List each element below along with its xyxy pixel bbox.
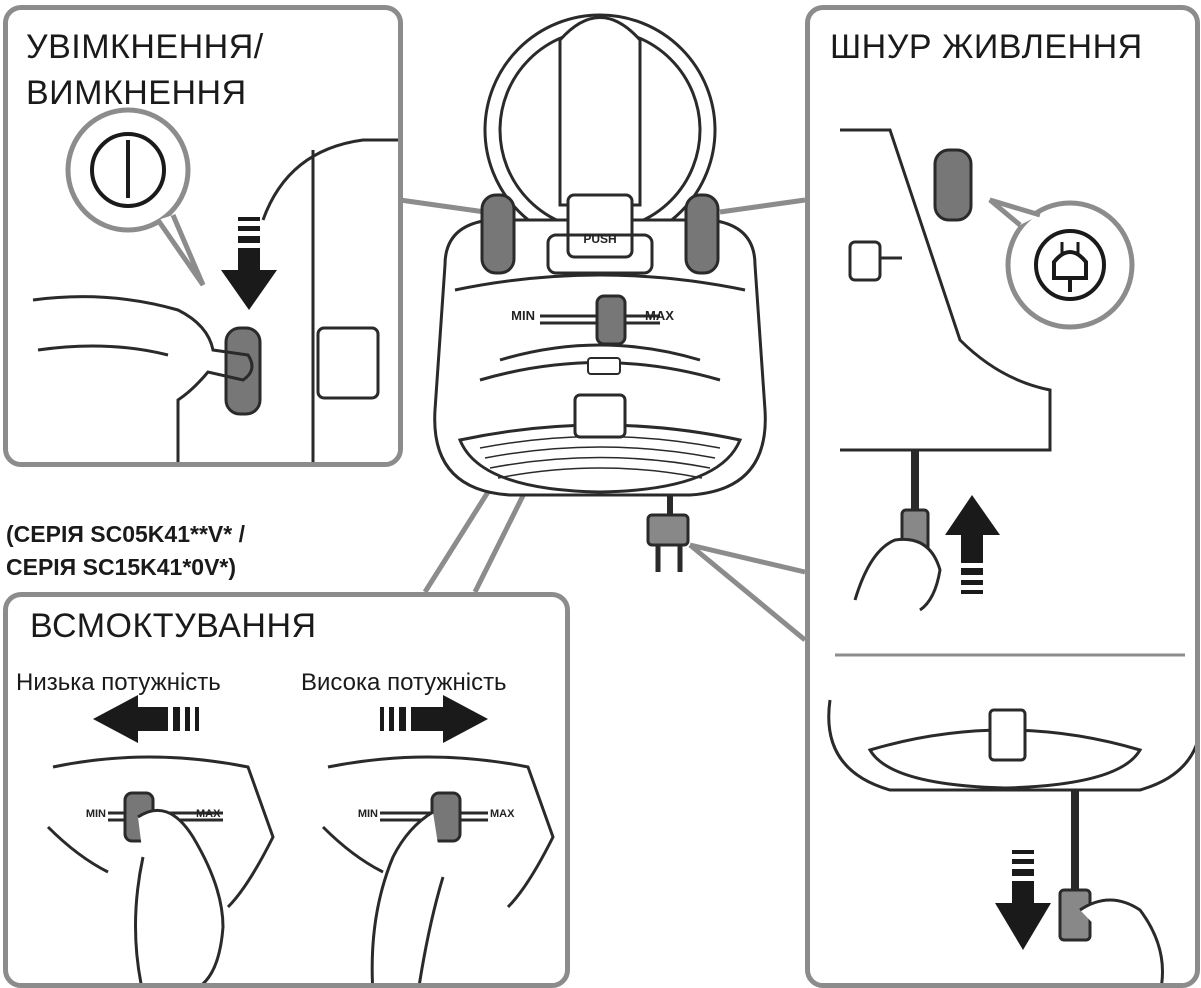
power-panel: УВІМКНЕННЯ/ ВИМКНЕННЯ — [3, 5, 403, 467]
power-icon — [68, 110, 203, 285]
min-label-left: MIN — [86, 808, 106, 820]
max-label-right: MAX — [490, 808, 515, 820]
cord-panel: ШНУР ЖИВЛЕННЯ — [805, 5, 1200, 988]
arrow-down-icon — [995, 850, 1051, 950]
suction-panel: ВСМОКТУВАННЯ Низька потужність Висока по… — [3, 592, 570, 988]
max-label-left: MAX — [196, 808, 221, 820]
series-note-line2: СЕРІЯ SC15K41*0V*) — [6, 551, 236, 584]
series-note-line1: (СЕРІЯ SC05K41**V* / — [6, 518, 245, 551]
max-label: MAX — [645, 308, 674, 323]
plug-icon — [990, 200, 1132, 327]
suction-illustration: MIN MAX MIN MAX — [8, 597, 570, 988]
min-label-right: MIN — [358, 808, 378, 820]
arrow-right-icon — [380, 695, 488, 743]
min-label: MIN — [511, 308, 535, 323]
push-label: PUSH — [583, 232, 616, 246]
arrow-up-icon — [945, 495, 1000, 594]
cord-illustration — [810, 10, 1200, 988]
power-illustration — [8, 10, 403, 467]
arrow-left-icon — [93, 695, 199, 743]
